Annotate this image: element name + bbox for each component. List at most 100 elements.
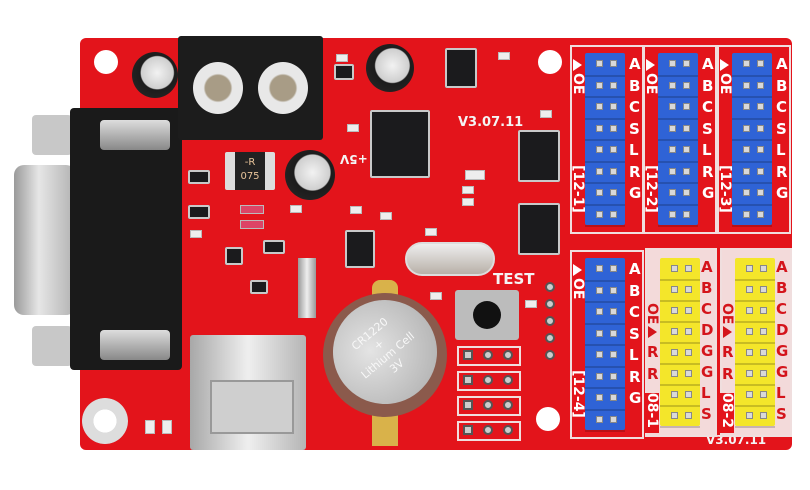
pin <box>610 81 617 89</box>
smd-resistor <box>347 124 359 132</box>
connector-name: [12-4] <box>570 370 586 418</box>
pin <box>757 103 764 110</box>
pin <box>760 412 767 419</box>
hub08-connector[interactable] <box>660 258 700 428</box>
pin1-triangle-icon <box>573 264 582 276</box>
pin <box>610 60 617 67</box>
pin <box>683 167 690 175</box>
pin <box>596 124 603 132</box>
connector-name: 08-1 <box>644 393 660 429</box>
mounting-hole <box>538 50 562 74</box>
pin <box>610 103 617 110</box>
pin <box>669 210 676 218</box>
diode <box>240 205 264 214</box>
pin-row <box>585 182 625 206</box>
pin-label: A <box>701 258 713 276</box>
pin-row <box>735 342 775 365</box>
oe-label: OE <box>570 278 586 300</box>
pin <box>746 307 753 314</box>
pin-row <box>735 258 775 281</box>
pin-label: G <box>629 389 642 407</box>
pin <box>683 103 690 110</box>
hub12-connector[interactable] <box>585 53 625 227</box>
pin-label: S <box>701 405 712 423</box>
through-hole-pad <box>463 400 473 410</box>
pin <box>610 210 617 218</box>
pin <box>757 81 764 89</box>
regulator-chip <box>334 64 354 80</box>
through-hole-pad <box>503 425 513 435</box>
hub12-connector[interactable] <box>658 53 698 227</box>
pin-row <box>585 96 625 120</box>
pin <box>596 372 603 380</box>
pin-row <box>658 161 698 184</box>
oe-label: OE <box>644 303 660 325</box>
test-button-cap[interactable] <box>473 301 501 329</box>
header-panel-12 <box>717 45 791 234</box>
pin-row <box>735 279 775 302</box>
pin-row <box>660 342 700 365</box>
pin <box>743 146 750 153</box>
pin <box>610 265 617 272</box>
pin <box>757 210 764 218</box>
terminal-screw[interactable] <box>193 62 243 114</box>
pin-row <box>585 258 625 282</box>
pin-row <box>585 366 625 389</box>
pin <box>596 351 603 358</box>
through-hole-pad <box>545 350 555 360</box>
pin-row <box>732 96 772 120</box>
pin <box>743 103 750 110</box>
smd-resistor <box>425 228 437 236</box>
pin <box>596 415 603 423</box>
pin <box>669 103 676 110</box>
pin-row <box>585 139 625 163</box>
through-hole-pad <box>483 350 493 360</box>
terminal-screw[interactable] <box>258 62 308 114</box>
pin <box>760 265 767 272</box>
pin-label: C <box>629 303 641 321</box>
inductor-label: -R 075 <box>235 152 265 190</box>
pin <box>596 308 603 315</box>
smd-resistor <box>540 110 552 118</box>
oe-label: OE <box>570 73 586 95</box>
pin-row <box>735 300 775 323</box>
pin <box>610 167 617 175</box>
pin <box>746 349 753 356</box>
header-panel-12 <box>643 45 717 234</box>
pin <box>596 81 603 89</box>
pin-label: L <box>629 141 639 159</box>
pin-row <box>735 405 775 428</box>
pin-label: A <box>629 55 641 73</box>
hub12-connector[interactable] <box>585 258 625 432</box>
pin-label: A <box>702 55 714 73</box>
pin <box>596 329 603 337</box>
pad-row <box>457 396 521 416</box>
pin <box>671 391 678 398</box>
main-mcu-chip <box>370 110 430 178</box>
pin <box>596 167 603 175</box>
pin <box>746 328 753 335</box>
pin <box>596 265 603 272</box>
smd-resistor <box>145 420 155 434</box>
connector-name: [12-3] <box>717 165 733 213</box>
pin-label: G <box>776 363 789 381</box>
smd-resistor <box>430 292 442 300</box>
pin <box>685 349 692 356</box>
pin-label: G <box>701 363 714 381</box>
hub12-connector[interactable] <box>732 53 772 227</box>
pin-label: L <box>776 384 786 402</box>
pin-row <box>658 53 698 77</box>
oe-label: OE <box>643 73 659 95</box>
diode <box>240 220 264 229</box>
transistor <box>263 240 285 254</box>
pin <box>743 124 750 132</box>
pin-label: B <box>776 279 788 297</box>
pin-row <box>585 280 625 303</box>
through-hole-pad <box>545 282 555 292</box>
mounting-hole <box>536 407 560 431</box>
hub08-connector[interactable] <box>735 258 775 428</box>
pin <box>671 307 678 314</box>
pin1-triangle-icon <box>720 59 729 71</box>
pin-row <box>658 204 698 227</box>
pin <box>669 124 676 132</box>
